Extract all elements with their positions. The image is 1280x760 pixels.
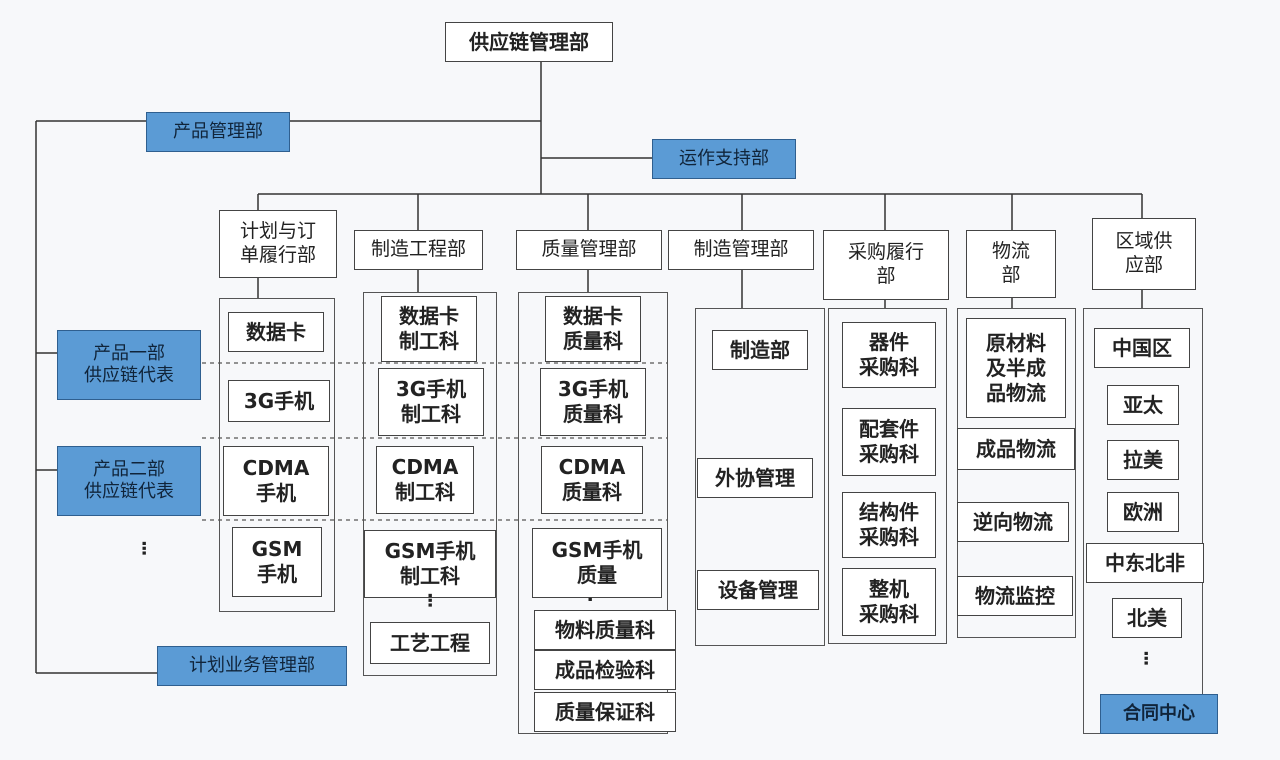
col-mfg-eng-container: [363, 292, 497, 676]
unit-data-card[interactable]: 数据卡: [228, 312, 324, 352]
unit-cdma-mfg-eng[interactable]: CDMA 制工科: [376, 446, 474, 514]
col-mfg-mgmt-container: [695, 308, 825, 646]
unit-raw-material-logistics[interactable]: 原材料 及半成 品物流: [966, 318, 1066, 418]
unit-data-card-mfg-eng[interactable]: 数据卡 制工科: [381, 296, 477, 362]
unit-3g-phone[interactable]: 3G手机: [228, 380, 330, 422]
unit-outsourcing-management[interactable]: 外协管理: [697, 458, 813, 498]
col-logistics-container: [957, 308, 1076, 638]
dept-procurement-fulfillment[interactable]: 采购履行 部: [823, 230, 949, 300]
unit-3g-quality[interactable]: 3G手机 质量科: [540, 368, 646, 436]
unit-gsm-quality[interactable]: GSM手机 质量: [532, 528, 662, 598]
dept-quality-management[interactable]: 质量管理部: [516, 230, 662, 270]
more-reps-ellipsis: ···: [133, 540, 154, 555]
unit-process-engineering[interactable]: 工艺工程: [370, 622, 490, 664]
unit-equipment-management[interactable]: 设备管理: [697, 570, 819, 610]
unit-contract-center[interactable]: 合同中心: [1100, 694, 1218, 734]
regional-ellipsis: ···: [1135, 650, 1156, 665]
unit-reverse-logistics[interactable]: 逆向物流: [957, 502, 1069, 542]
col-quality-container: [518, 292, 668, 734]
unit-finished-goods-logistics[interactable]: 成品物流: [957, 428, 1075, 470]
col-procurement-container: [828, 308, 947, 644]
unit-material-quality[interactable]: 物料质量科: [534, 610, 676, 650]
unit-complete-machine-procurement[interactable]: 整机 采购科: [842, 568, 936, 636]
planning-business-label: 计划业务管理部: [189, 654, 315, 676]
planning-business-management-dept[interactable]: 计划业务管理部: [157, 646, 347, 686]
unit-gsm-phone[interactable]: GSM 手机: [232, 527, 322, 597]
dept-regional-supply[interactable]: 区域供 应部: [1092, 218, 1196, 290]
unit-latin-america[interactable]: 拉美: [1107, 440, 1179, 480]
col-planning-container: [219, 298, 335, 612]
unit-middle-east-north-africa[interactable]: 中东北非: [1086, 543, 1204, 583]
unit-china-region[interactable]: 中国区: [1094, 328, 1190, 368]
unit-finished-goods-inspection[interactable]: 成品检验科: [534, 650, 676, 690]
unit-asia-pacific[interactable]: 亚太: [1107, 385, 1179, 425]
dept-planning-order-fulfillment[interactable]: 计划与订 单履行部: [219, 210, 337, 278]
product-management-dept[interactable]: 产品管理部: [146, 112, 290, 152]
quality-ellipsis: ·: [579, 596, 600, 601]
unit-structural-procurement[interactable]: 结构件 采购科: [842, 492, 936, 558]
unit-europe[interactable]: 欧洲: [1107, 492, 1179, 532]
unit-component-procurement[interactable]: 器件 采购科: [842, 322, 936, 388]
unit-data-card-quality[interactable]: 数据卡 质量科: [545, 296, 641, 362]
dept-manufacturing-management[interactable]: 制造管理部: [668, 230, 814, 270]
unit-quality-assurance[interactable]: 质量保证科: [534, 692, 676, 732]
operations-support-dept[interactable]: 运作支持部: [652, 139, 796, 179]
unit-cdma-quality[interactable]: CDMA 质量科: [541, 446, 643, 514]
dept-manufacturing-engineering[interactable]: 制造工程部: [354, 230, 483, 270]
unit-cdma-phone[interactable]: CDMA 手机: [223, 446, 329, 516]
unit-manufacturing[interactable]: 制造部: [712, 330, 808, 370]
dept-logistics[interactable]: 物流 部: [966, 230, 1056, 298]
unit-logistics-monitoring[interactable]: 物流监控: [957, 576, 1073, 616]
unit-gsm-mfg-eng[interactable]: GSM手机 制工科: [364, 530, 496, 598]
product-1-supply-chain-rep[interactable]: 产品一部 供应链代表: [57, 330, 201, 400]
unit-accessory-procurement[interactable]: 配套件 采购科: [842, 408, 936, 476]
mfg-eng-ellipsis: ···: [419, 592, 440, 607]
root-supply-chain-dept[interactable]: 供应链管理部: [445, 22, 613, 62]
unit-north-america[interactable]: 北美: [1112, 598, 1182, 638]
product-2-supply-chain-rep[interactable]: 产品二部 供应链代表: [57, 446, 201, 516]
unit-3g-mfg-eng[interactable]: 3G手机 制工科: [378, 368, 484, 436]
